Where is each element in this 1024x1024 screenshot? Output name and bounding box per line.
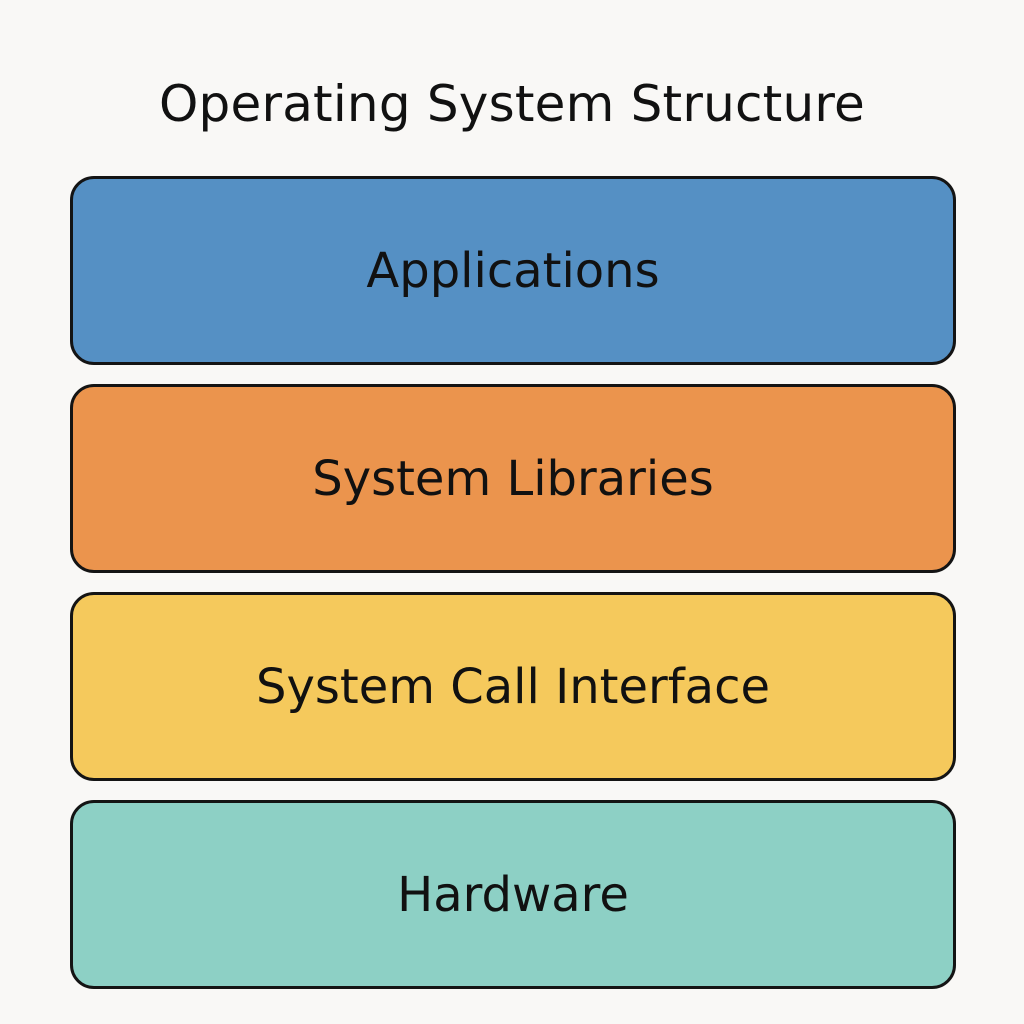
layer-applications: Applications (70, 176, 956, 365)
layer-label: Applications (366, 242, 660, 299)
layer-stack: Applications System Libraries System Cal… (70, 176, 956, 989)
layer-label: System Call Interface (255, 658, 770, 715)
layer-label: Hardware (397, 866, 629, 923)
diagram-title: Operating System Structure (158, 75, 865, 133)
layer-label: System Libraries (312, 450, 714, 507)
layer-system-call-interface: System Call Interface (70, 592, 956, 781)
layer-hardware: Hardware (70, 800, 956, 989)
layer-system-libraries: System Libraries (70, 384, 956, 573)
